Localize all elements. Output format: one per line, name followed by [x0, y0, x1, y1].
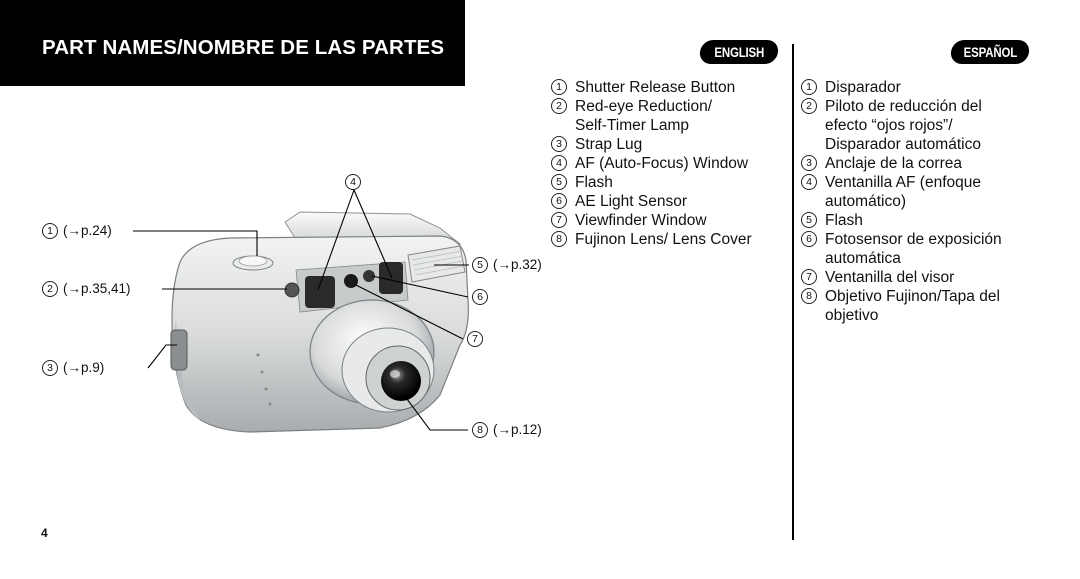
- item-text: Fujinon Lens/ Lens Cover: [575, 231, 752, 248]
- item-number: 6: [801, 231, 817, 247]
- item-number: 7: [801, 269, 817, 285]
- item-text: automático): [825, 193, 906, 210]
- callout-number: 8: [472, 422, 488, 438]
- item-text: Ventanilla AF (enfoque: [825, 174, 981, 191]
- callout-ref: (→p.12): [493, 422, 542, 437]
- list-item: 2 Red-eye Reduction/Self-Timer Lamp: [551, 97, 786, 135]
- callout-redeye: 2 (→p.35,41): [42, 281, 131, 297]
- item-text: Piloto de reducción del: [825, 98, 982, 115]
- item-text: AF (Auto-Focus) Window: [575, 155, 749, 172]
- item-number: 8: [801, 288, 817, 304]
- list-item: 6 AE Light Sensor: [551, 192, 786, 211]
- list-item: 5 Flash: [551, 173, 786, 192]
- item-text: Disparador automático: [825, 136, 981, 153]
- callout-ae: 6: [472, 289, 493, 305]
- item-number: 6: [551, 193, 567, 209]
- callout-number: 2: [42, 281, 58, 297]
- item-text: Flash: [825, 212, 863, 229]
- item-text: AE Light Sensor: [575, 193, 688, 210]
- item-number: 7: [551, 212, 567, 228]
- item-text: objetivo: [825, 307, 879, 324]
- header-banner: PART NAMES/NOMBRE DE LAS PARTES: [0, 0, 465, 86]
- list-item: 4 Ventanilla AF (enfoque automático): [801, 173, 1041, 211]
- item-text: Shutter Release Button: [575, 79, 736, 96]
- item-number: 3: [551, 136, 567, 152]
- spanish-parts-list: 1 Disparador 2 Piloto de reducción del efect…: [801, 78, 1041, 325]
- list-item: 2 Piloto de reducción del efecto “ojos roj…: [801, 97, 1041, 154]
- item-number: 4: [801, 174, 817, 190]
- callout-viewfinder: 7: [467, 331, 488, 347]
- callout-af: 4: [345, 174, 366, 190]
- list-item: 1 Shutter Release Button: [551, 78, 786, 97]
- callout-number: 6: [472, 289, 488, 305]
- page-number: 4: [41, 526, 48, 540]
- callout-lens: 8 (→p.12): [472, 422, 542, 438]
- item-text: Ventanilla del visor: [825, 269, 955, 286]
- page-title: PART NAMES/NOMBRE DE LAS PARTES: [42, 36, 445, 59]
- callout-strap: 3 (→p.9): [42, 360, 104, 376]
- callout-number: 3: [42, 360, 58, 376]
- list-item: 8 Objetivo Fujinon/Tapa del objetivo: [801, 287, 1041, 325]
- callout-number: 1: [42, 223, 58, 239]
- callout-flash: 5 (→p.32): [472, 257, 542, 273]
- item-text: Self-Timer Lamp: [575, 117, 689, 134]
- list-item: 5 Flash: [801, 211, 1041, 230]
- item-number: 2: [801, 98, 817, 114]
- list-item: 3 Anclaje de la correa: [801, 154, 1041, 173]
- list-item: 3 Strap Lug: [551, 135, 786, 154]
- item-text: Objetivo Fujinon/Tapa del: [825, 288, 1000, 305]
- callout-number: 7: [467, 331, 483, 347]
- item-text: Red-eye Reduction/: [575, 98, 712, 115]
- item-number: 1: [551, 79, 567, 95]
- item-text: Fotosensor de exposición: [825, 231, 1002, 248]
- item-number: 5: [801, 212, 817, 228]
- list-item: 7 Viewfinder Window: [551, 211, 786, 230]
- callout-number: 5: [472, 257, 488, 273]
- callout-shutter: 1 (→p.24): [42, 223, 112, 239]
- list-item: 7 Ventanilla del visor: [801, 268, 1041, 287]
- item-text: efecto “ojos rojos”/: [825, 117, 953, 134]
- item-text: Flash: [575, 174, 613, 191]
- item-text: Disparador: [825, 79, 901, 96]
- item-text: Strap Lug: [575, 136, 643, 153]
- callout-ref: (→p.32): [493, 257, 542, 272]
- list-item: 1 Disparador: [801, 78, 1041, 97]
- callout-ref: (→p.24): [63, 223, 112, 238]
- item-text: Viewfinder Window: [575, 212, 707, 229]
- item-text: automática: [825, 250, 901, 267]
- item-number: 3: [801, 155, 817, 171]
- list-item: 8 Fujinon Lens/ Lens Cover: [551, 230, 786, 249]
- callout-ref: (→p.35,41): [63, 281, 131, 296]
- item-number: 2: [551, 98, 567, 114]
- callout-number: 4: [345, 174, 361, 190]
- callout-ref: (→p.9): [63, 360, 105, 375]
- item-number: 4: [551, 155, 567, 171]
- item-number: 1: [801, 79, 817, 95]
- item-number: 8: [551, 231, 567, 247]
- item-text: Anclaje de la correa: [825, 155, 962, 172]
- list-item: 6 Fotosensor de exposición automática: [801, 230, 1041, 268]
- list-item: 4 AF (Auto-Focus) Window: [551, 154, 786, 173]
- english-parts-list: 1 Shutter Release Button 2 Red-eye Reductio…: [551, 78, 786, 249]
- column-divider: [792, 44, 794, 540]
- item-number: 5: [551, 174, 567, 190]
